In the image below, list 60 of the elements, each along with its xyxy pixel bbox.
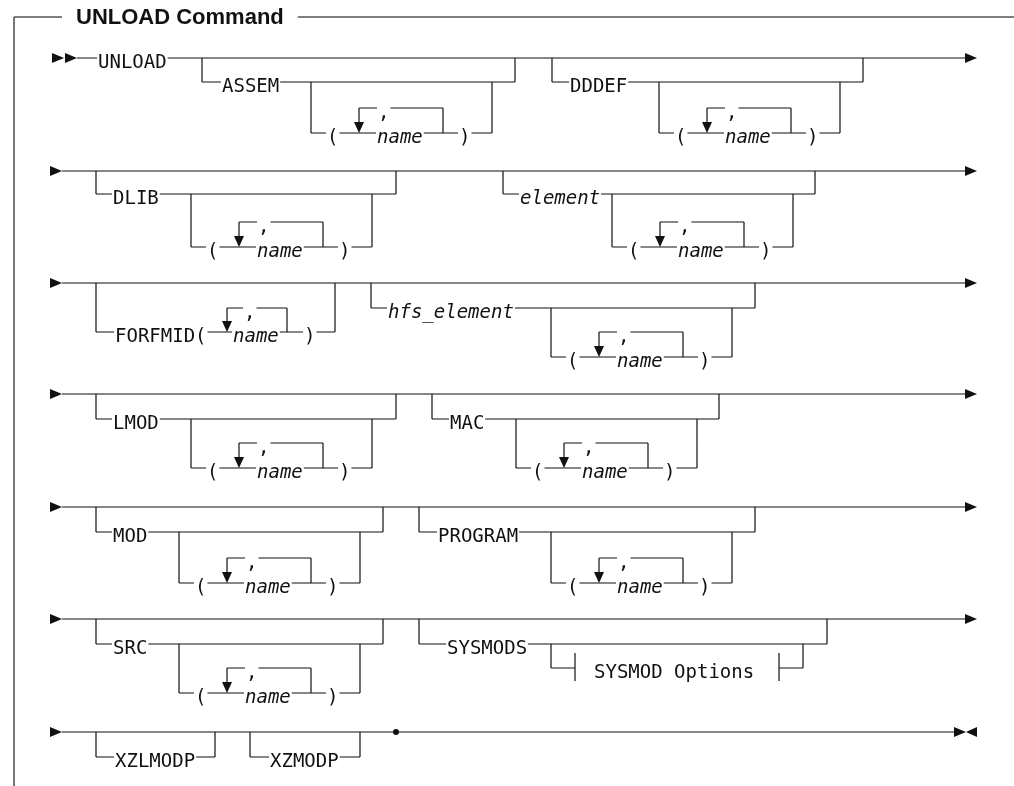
punctuation-mark: ,	[618, 325, 630, 345]
punctuation-mark: )	[664, 461, 676, 481]
punctuation-mark: )	[327, 576, 339, 596]
punctuation-mark: )	[699, 350, 711, 370]
variable-placeholder: name	[257, 240, 303, 260]
syntax-keyword: ASSEM	[222, 75, 280, 95]
punctuation-mark: (	[628, 240, 640, 260]
punctuation-mark: ,	[679, 215, 691, 235]
syntax-keyword: UNLOAD	[98, 51, 167, 71]
variable-placeholder: name	[678, 240, 724, 260]
punctuation-mark: ,	[246, 661, 258, 681]
variable-placeholder: name	[725, 126, 771, 146]
punctuation-mark: ,	[246, 551, 258, 571]
syntax-keyword: XZMODP	[270, 750, 339, 770]
punctuation-mark: ,	[244, 301, 256, 321]
title: UNLOAD Command	[76, 5, 284, 29]
punctuation-mark: ,	[583, 436, 595, 456]
syntax-keyword: SYSMODS	[447, 637, 528, 657]
punctuation-mark: (	[675, 126, 687, 146]
variable-placeholder: name	[245, 576, 291, 596]
punctuation-mark: )	[327, 686, 339, 706]
syntax-keyword: LMOD	[113, 412, 159, 432]
punctuation-mark: (	[327, 126, 339, 146]
punctuation-mark: (	[207, 461, 219, 481]
punctuation-mark: (	[567, 576, 579, 596]
syntax-keyword: FORFMID(	[115, 325, 207, 345]
variable-placeholder: name	[582, 461, 628, 481]
variable-placeholder: name	[257, 461, 303, 481]
syntax-keyword: XZLMODP	[115, 750, 196, 770]
syntax-keyword: MAC	[450, 412, 485, 432]
punctuation-mark: (	[195, 686, 207, 706]
variable-placeholder: hfs_element	[388, 301, 514, 321]
punctuation-mark: (	[195, 576, 207, 596]
variable-placeholder: name	[233, 325, 279, 345]
punctuation-mark: ,	[726, 101, 738, 121]
punctuation-mark: )	[339, 240, 351, 260]
syntax-keyword: PROGRAM	[438, 525, 519, 545]
fragment-reference: SYSMOD Options	[594, 661, 755, 681]
punctuation-mark: )	[807, 126, 819, 146]
variable-placeholder: name	[245, 686, 291, 706]
punctuation-mark: (	[567, 350, 579, 370]
punctuation-mark: )	[339, 461, 351, 481]
punctuation-mark: ,	[258, 436, 270, 456]
variable-placeholder: name	[617, 576, 663, 596]
punctuation-mark: ,	[258, 215, 270, 235]
punctuation-mark: )	[459, 126, 471, 146]
syntax-keyword: SRC	[113, 637, 148, 657]
variable-placeholder: name	[377, 126, 423, 146]
syntax-keyword: DLIB	[113, 187, 159, 207]
syntax-keyword: MOD	[113, 525, 148, 545]
variable-placeholder: name	[617, 350, 663, 370]
punctuation-mark: )	[760, 240, 772, 260]
punctuation-mark: (	[532, 461, 544, 481]
punctuation-mark: )	[304, 325, 316, 345]
variable-placeholder: element	[520, 187, 601, 207]
punctuation-mark: (	[207, 240, 219, 260]
punctuation-mark: )	[699, 576, 711, 596]
punctuation-mark: ,	[378, 101, 390, 121]
syntax-keyword: DDDEF	[570, 75, 628, 95]
punctuation-mark: ,	[618, 551, 630, 571]
